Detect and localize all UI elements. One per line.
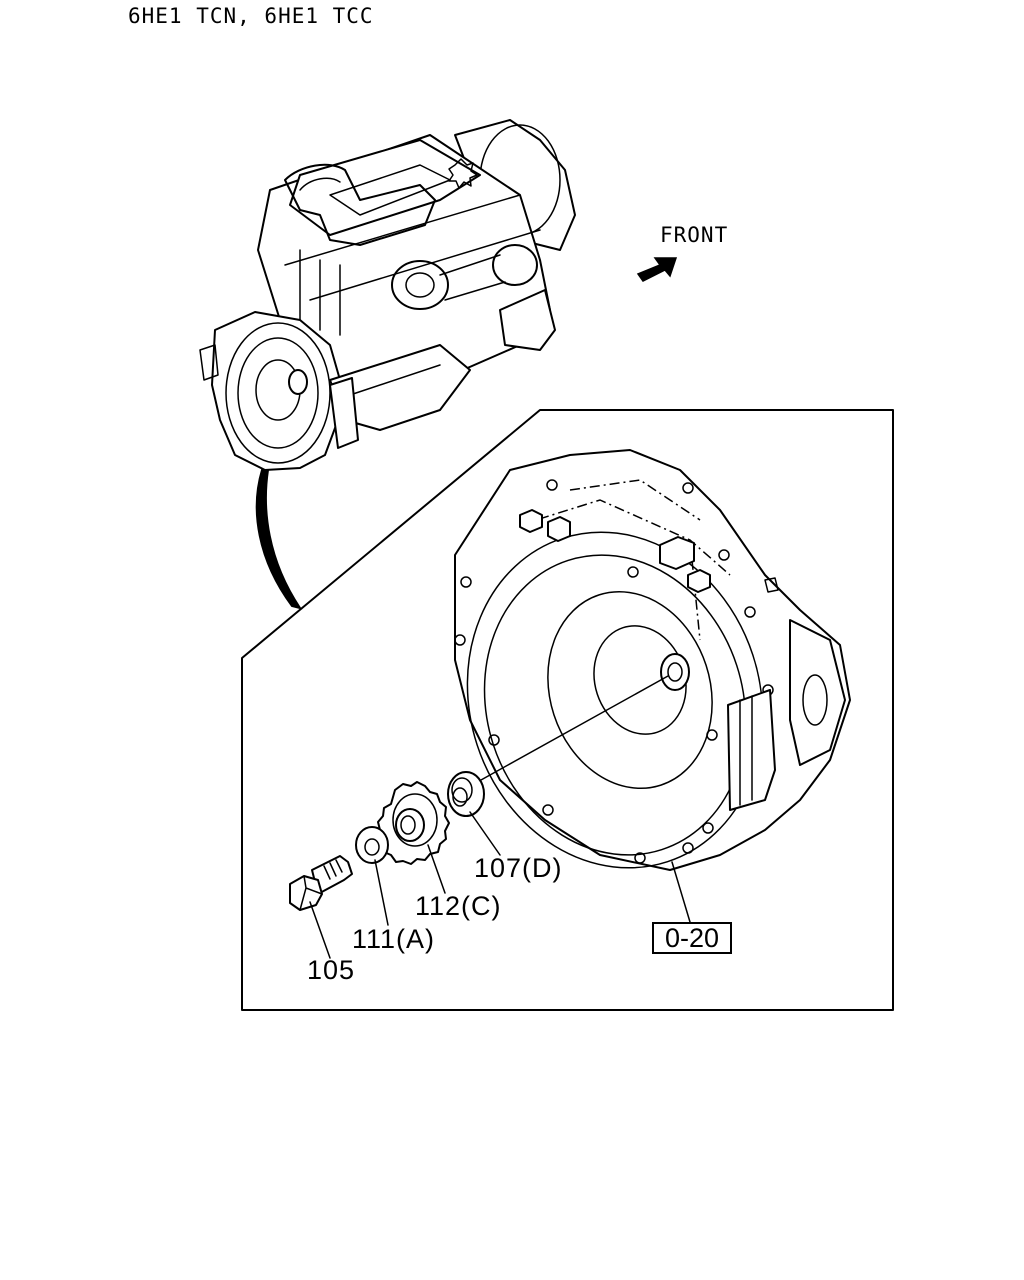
- leader-line-107: [469, 811, 501, 856]
- reference-box-0-20[interactable]: 0-20: [652, 922, 732, 954]
- detail-frame: [241, 409, 894, 1011]
- leader-line-111: [374, 859, 389, 926]
- bolt-part-105: [289, 855, 353, 911]
- callout-107: 107(D): [474, 853, 563, 883]
- callout-111: 111(A): [352, 924, 436, 954]
- callout-105: 105: [307, 955, 356, 985]
- leader-line-105: [309, 901, 331, 959]
- callout-112: 112(C): [415, 891, 502, 921]
- washer-part-111: [355, 826, 389, 864]
- front-arrow-icon: [636, 257, 678, 282]
- gear-part-112: [377, 781, 450, 865]
- seal-part-107: [447, 771, 485, 817]
- detail-arrow: [255, 469, 303, 610]
- engine-assembly-illustration: [199, 119, 576, 471]
- front-label: FRONT: [660, 223, 729, 247]
- leader-line-0-20: [671, 861, 691, 923]
- leader-line-112: [427, 844, 446, 894]
- model-title: 6HE1 TCN, 6HE1 TCC: [128, 4, 374, 28]
- leader-line-107-housing: [480, 675, 669, 781]
- clutch-housing-illustration: [454, 449, 851, 871]
